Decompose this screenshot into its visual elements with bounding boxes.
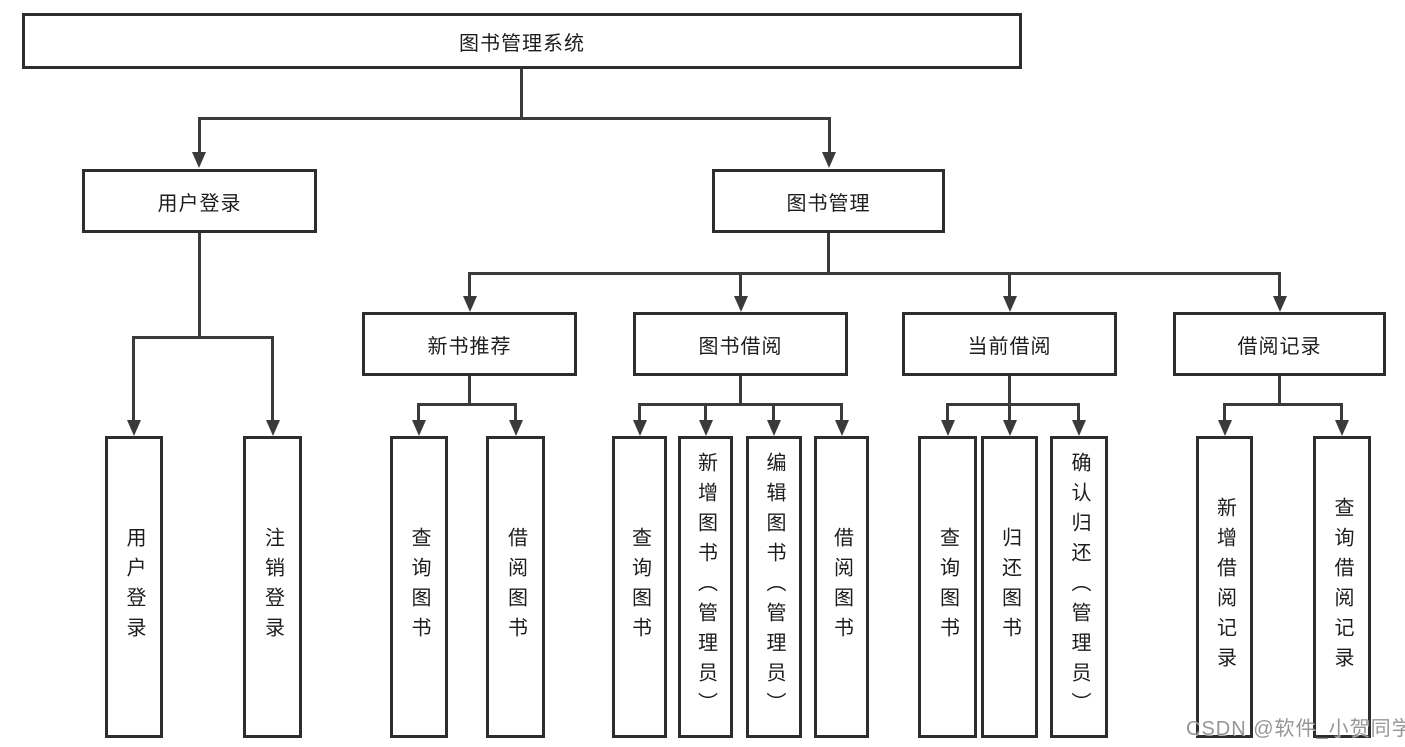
leaf-query-books-recommend: 查询图书 <box>390 436 448 738</box>
connector-sec2-hline <box>946 403 1080 406</box>
connector-sec3-leaf0 <box>1223 403 1226 422</box>
arrow-down-icon <box>1218 420 1232 436</box>
arrow-down-icon <box>412 420 426 436</box>
connector-sec0-hline <box>418 403 517 406</box>
node-new-book-recommend: 新书推荐 <box>362 312 577 376</box>
connector-sec1-leaf1 <box>704 403 707 422</box>
arrow-down-icon <box>463 296 477 312</box>
connector-to-book-borrow <box>739 272 742 298</box>
leaf-add-borrow-record: 新增借阅记录 <box>1196 436 1253 738</box>
leaf-edit-books-admin: 编辑图书（管理员） <box>746 436 802 738</box>
arrow-down-icon <box>835 420 849 436</box>
node-root: 图书管理系统 <box>22 13 1022 69</box>
connector-sec1-hline <box>638 403 843 406</box>
arrow-down-icon <box>1072 420 1086 436</box>
arrow-down-icon <box>1335 420 1349 436</box>
connector-sec0-stem <box>468 376 471 405</box>
leaf-return-books: 归还图书 <box>981 436 1038 738</box>
connector-sec2-leaf1 <box>1008 403 1011 422</box>
leaf-logout: 注销登录 <box>243 436 302 738</box>
leaf-query-books-current: 查询图书 <box>918 436 977 738</box>
connector-sec3-leaf1 <box>1340 403 1343 422</box>
node-current-borrow: 当前借阅 <box>902 312 1117 376</box>
leaf-query-borrow-record: 查询借阅记录 <box>1313 436 1371 738</box>
connector-sec2-leaf2 <box>1077 403 1080 422</box>
csdn-watermark: CSDN @软件_小贺同学 <box>1186 718 1405 740</box>
connector-book-mgmt-stem <box>827 233 830 274</box>
connector-root-hline <box>198 117 831 120</box>
arrow-down-icon <box>509 420 523 436</box>
connector-sec1-stem <box>739 376 742 405</box>
arrow-down-icon <box>941 420 955 436</box>
connector-sec3-hline <box>1223 403 1343 406</box>
arrow-down-icon <box>1003 420 1017 436</box>
connector-to-current-borrow <box>1008 272 1011 298</box>
node-book-borrow: 图书借阅 <box>633 312 848 376</box>
node-user-login: 用户登录 <box>82 169 317 233</box>
leaf-user-login: 用户登录 <box>105 436 163 738</box>
connector-to-borrow-records <box>1278 272 1281 298</box>
connector-book-mgmt-hline <box>468 272 1281 275</box>
arrow-down-icon <box>699 420 713 436</box>
leaf-add-books-admin: 新增图书（管理员） <box>678 436 733 738</box>
connector-sec0-leaf1 <box>514 403 517 422</box>
connector-user-login-hline <box>133 336 274 339</box>
node-borrow-records: 借阅记录 <box>1173 312 1386 376</box>
arrow-down-icon <box>1003 296 1017 312</box>
connector-to-new-book <box>468 272 471 298</box>
connector-sec1-leaf3 <box>840 403 843 422</box>
arrow-down-icon <box>767 420 781 436</box>
arrow-down-icon <box>192 152 206 168</box>
leaf-borrow-books-recommend: 借阅图书 <box>486 436 545 738</box>
connector-user-login-stem <box>198 233 201 339</box>
connector-root-stem <box>520 69 523 118</box>
leaf-confirm-return-admin: 确认归还（管理员） <box>1050 436 1108 738</box>
arrow-down-icon <box>633 420 647 436</box>
arrow-down-icon <box>734 296 748 312</box>
arrow-down-icon <box>822 152 836 168</box>
connector-sec0-leaf0 <box>417 403 420 422</box>
connector-to-book-management <box>828 117 831 155</box>
connector-sec2-leaf0 <box>946 403 949 422</box>
node-book-management: 图书管理 <box>712 169 945 233</box>
arrow-down-icon <box>127 420 141 436</box>
connector-sec1-leaf2 <box>772 403 775 422</box>
connector-sec3-stem <box>1278 376 1281 405</box>
connector-to-user-login <box>198 117 201 155</box>
arrow-down-icon <box>1273 296 1287 312</box>
arrow-down-icon <box>266 420 280 436</box>
connector-sec1-leaf0 <box>638 403 641 422</box>
leaf-borrow-books: 借阅图书 <box>814 436 869 738</box>
leaf-query-books-borrow: 查询图书 <box>612 436 667 738</box>
connector-to-leaf-login <box>132 336 135 422</box>
connector-to-leaf-logout <box>271 336 274 422</box>
connector-sec2-stem <box>1008 376 1011 405</box>
